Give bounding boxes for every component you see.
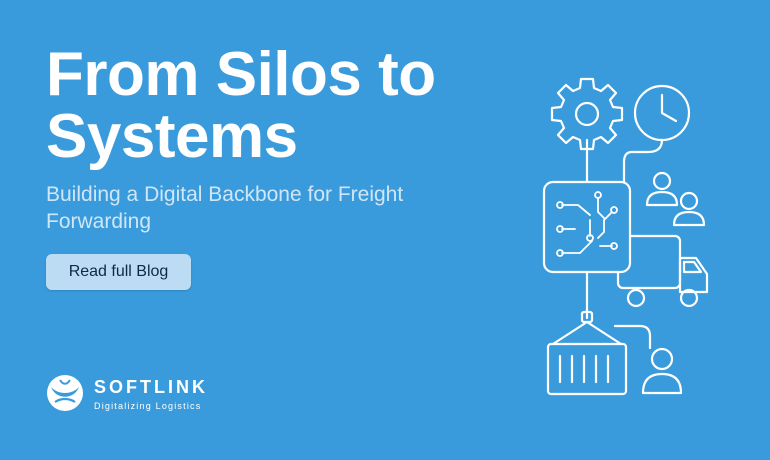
logistics-illustration (520, 70, 730, 405)
hero-subtitle: Building a Digital Backbone for Freight … (46, 183, 404, 233)
brand-name: SOFTLINK (94, 377, 208, 397)
clock-icon (633, 84, 691, 142)
users-icon (645, 171, 706, 227)
truck-icon (616, 234, 709, 308)
softlink-logo-icon (47, 375, 83, 411)
cargo-container-icon (546, 310, 628, 396)
user-icon (641, 347, 683, 395)
connector-lines (585, 138, 664, 350)
hero-title: From Silos to Systems (46, 40, 436, 171)
gear-icon (550, 77, 624, 151)
circuit-board-icon (542, 180, 632, 274)
read-full-blog-button[interactable]: Read full Blog (46, 254, 191, 290)
brand-tagline: Digitalizing Logistics (94, 401, 202, 411)
brand-logo[interactable]: SOFTLINK Digitalizing Logistics (46, 374, 216, 416)
